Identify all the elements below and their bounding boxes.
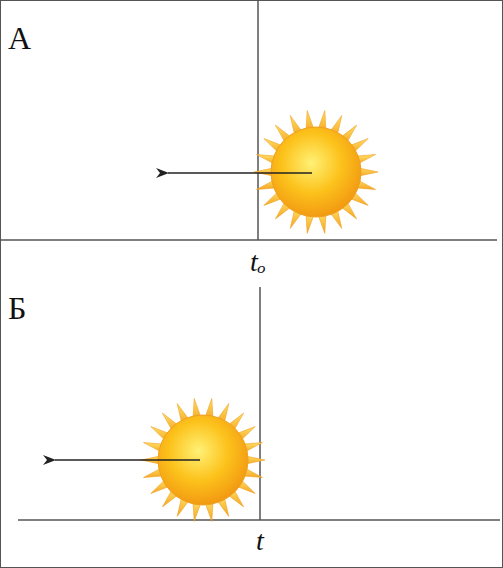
motion-arrow <box>55 459 200 461</box>
time-label: tₒ <box>250 248 266 276</box>
sun-disc <box>271 127 361 217</box>
time-axis <box>18 519 500 521</box>
panel-letter: А <box>8 22 31 54</box>
time-marker <box>257 0 259 240</box>
motion-arrow <box>168 172 312 174</box>
sun <box>254 111 378 234</box>
time-label: t <box>256 527 264 555</box>
time-axis <box>0 239 497 241</box>
panel-letter: Б <box>8 292 26 324</box>
time-marker <box>259 287 261 520</box>
